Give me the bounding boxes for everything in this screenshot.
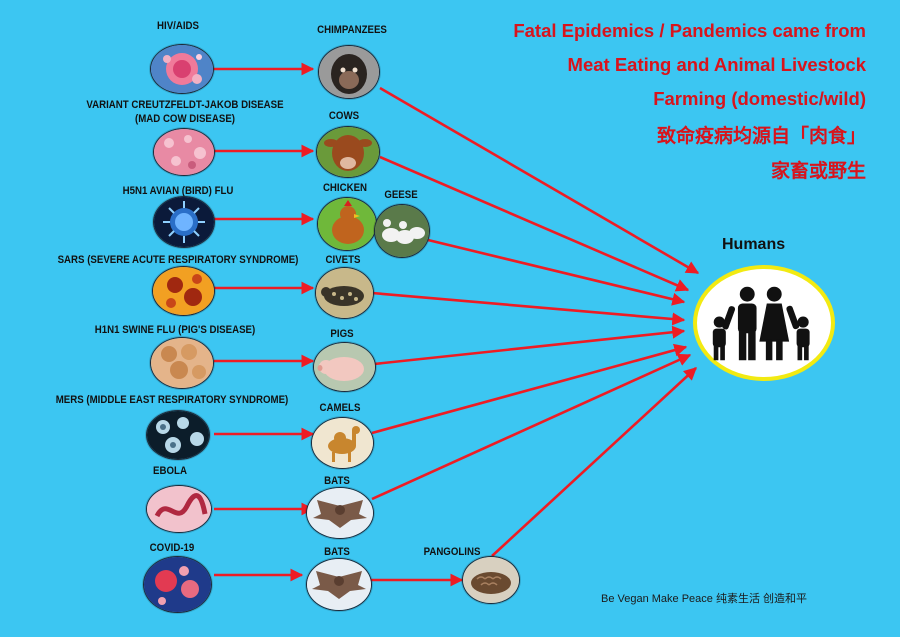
disease-label-ebola: EBOLA <box>153 465 187 477</box>
animal-label-chimpanzees: CHIMPANZEES <box>317 24 387 36</box>
bat-image-ebola <box>306 487 374 539</box>
prion-tissue-image <box>153 128 215 176</box>
animal-label-cows: COWS <box>328 110 360 122</box>
disease-label-vcjd: VARIANT CREUTZFELDT-JAKOB DISEASE <box>86 99 284 111</box>
family-icon <box>712 286 810 361</box>
title-line-3: Farming (domestic/wild) <box>653 88 866 109</box>
chicken-image <box>317 197 377 251</box>
pig-image <box>313 342 376 392</box>
arrow-pigs-humans <box>373 325 686 366</box>
disease-label-h1n1: H1N1 SWINE FLU (PIG'S DISEASE) <box>94 324 256 336</box>
arrow-pangolins-humans <box>491 367 697 557</box>
mers-virus-image <box>146 410 210 460</box>
animal-label-pigs: PIGS <box>330 328 354 340</box>
animal-label-bats-covid: BATS <box>324 546 350 558</box>
animal-label-civets: CIVETS <box>325 254 361 266</box>
title-line-1: Fatal Epidemics / Pandemics came from <box>513 20 866 41</box>
footer-slogan: Be Vegan Make Peace 纯素生活 创造和平 <box>601 593 808 605</box>
cow-image <box>316 126 380 178</box>
hiv-virus-image <box>150 44 214 94</box>
disease-label-sars: SARS (SEVERE ACUTE RESPIRATORY SYNDROME) <box>57 254 299 266</box>
disease-label-vcjd-sub: (MAD COW DISEASE) <box>134 113 236 125</box>
avian-flu-virus-image <box>153 196 215 248</box>
humans-circle <box>693 265 835 381</box>
swine-flu-virus-image <box>150 337 214 389</box>
animal-label-chicken: CHICKEN <box>322 182 368 194</box>
coronavirus-image <box>143 556 212 613</box>
chimpanzee-image <box>318 45 380 99</box>
arrow-bats-humans <box>371 353 692 501</box>
geese-image <box>374 204 430 258</box>
animal-label-camels: CAMELS <box>319 402 361 414</box>
animal-label-pangolins: PANGOLINS <box>423 546 481 558</box>
title-line-5-chinese: 家畜或野生 <box>770 160 866 182</box>
arrow-civets-humans <box>371 291 686 326</box>
arrow-camels-humans <box>371 343 688 435</box>
disease-label-covid: COVID-19 <box>149 542 195 554</box>
civet-image <box>315 267 374 319</box>
pangolin-image <box>462 556 520 604</box>
arrow-geese-humans <box>427 238 686 306</box>
title-line-4-chinese: 致命疫病均源自「肉食」 <box>656 125 866 147</box>
disease-label-hiv: HIV/AIDS <box>157 20 199 32</box>
arrow-cows-humans <box>379 155 690 292</box>
disease-label-mers: MERS (MIDDLE EAST RESPIRATORY SYNDROME) <box>55 394 289 406</box>
camel-image <box>311 417 374 469</box>
bat-image-covid <box>306 558 372 611</box>
disease-label-h5n1: H5N1 AVIAN (BIRD) FLU <box>122 185 234 197</box>
arrow-chimpanzees-humans <box>379 86 700 275</box>
title-line-2: Meat Eating and Animal Livestock <box>567 54 866 75</box>
sars-virus-image <box>152 266 215 316</box>
ebola-virus-image <box>146 485 212 533</box>
animal-label-geese: GEESE <box>384 189 418 201</box>
humans-label: Humans <box>722 236 786 253</box>
animal-label-bats-ebola: BATS <box>324 475 350 487</box>
